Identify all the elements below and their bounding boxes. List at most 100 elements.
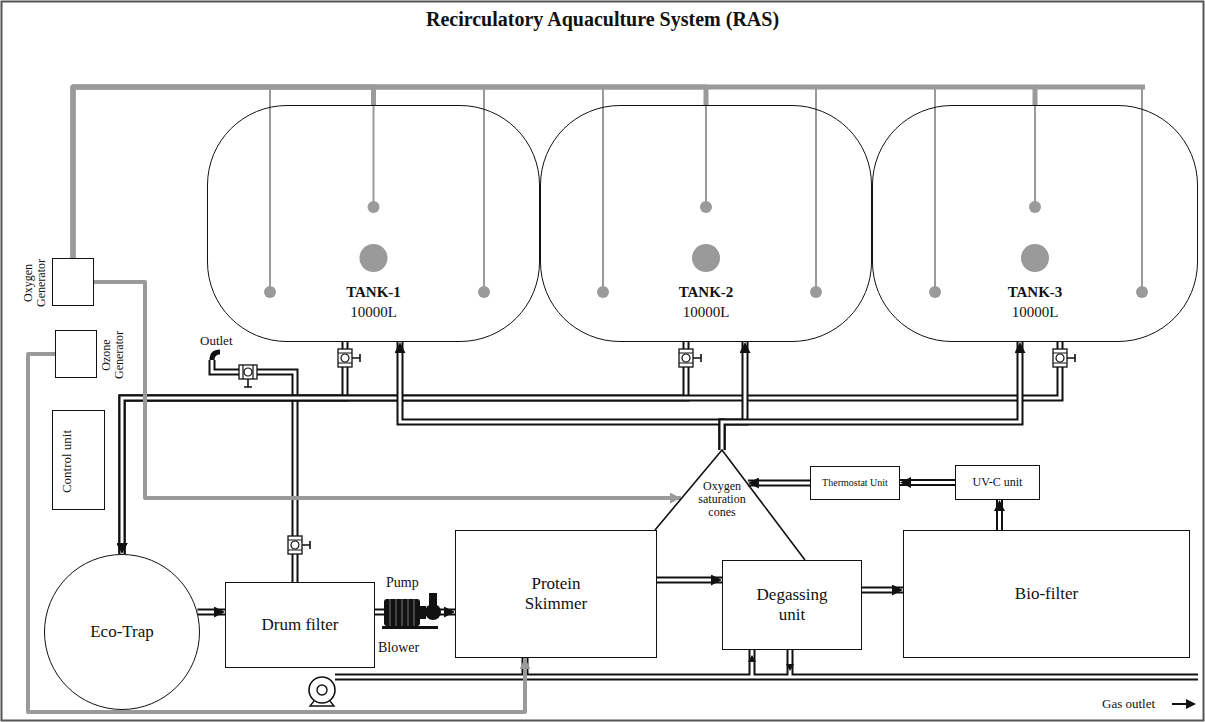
node-text: Eco-Trap [90,622,154,642]
valve-handle [352,354,360,362]
valve-ball [682,354,690,362]
blower-stand [310,701,334,706]
blower-housing [309,677,335,703]
oxygen-diffusers [264,87,1148,298]
valve-body [338,349,352,367]
pipe-wall [122,342,686,554]
diffuser-line [373,105,375,207]
fish-tank: TANK-210000L [540,105,872,342]
water-pipe [748,483,810,484]
pipe-wall [212,360,295,582]
valve-flange [338,353,352,363]
valve-handle [302,541,310,549]
degassing-unit: Degassing unit [722,560,862,650]
valve-flange [288,540,302,550]
water-pipe [657,580,722,581]
gas-line [28,354,525,712]
valve-flange [1053,353,1067,363]
node-text: Ozone Generator [100,324,126,386]
motor-fins [390,599,414,626]
node-text: Protein Skimmer [506,574,606,613]
valve-handle [693,354,701,362]
diagram-title: Recirculatory Aquaculture System (RAS) [0,8,1205,31]
control-unit: Control unit [52,410,105,510]
pipe-wall [400,342,722,450]
pipe-bore [862,589,903,592]
valve-ball [291,541,299,549]
part-label: Outlet [200,333,233,349]
drum-outlet-pipe [212,352,295,582]
pipe-bore [748,482,810,485]
diffuser-stone [1136,286,1148,298]
node-text: 10000L [208,304,539,321]
oxygen-generator: Oxygen Generator [52,258,94,306]
pipe-bore [122,342,686,554]
node-text: TANK-1 [208,284,539,301]
gas-line [94,282,681,498]
thermostat-unit: Thermostat Unit [810,466,900,500]
gas-line [73,87,1035,258]
valve-flange [679,353,693,363]
blower-rotor [317,685,327,695]
fish-tank: TANK-1 10000L [207,105,540,342]
valve [239,365,257,387]
pipe-bore [657,579,722,582]
valve-ball [244,368,252,376]
node-text: UV-C unit [973,476,1023,490]
pump-symbol [382,593,441,629]
node-text: Degassing unit [746,585,838,624]
gas-line [73,87,706,258]
diffuser-line [815,87,817,292]
pipe-wall [122,342,345,554]
tank-drain [692,244,720,272]
diffuser-line [1141,87,1143,292]
uv-c-unit: UV-C unit [955,465,1040,500]
pipe-wall [862,587,903,594]
water-pipe [862,590,903,591]
water-pipe [900,482,955,483]
fish-tank: TANK-3 10000L [872,105,1198,342]
diffuser-stone [929,286,941,298]
blower-symbol [309,677,335,706]
pump-head [425,604,441,620]
pipe-bore [122,342,345,554]
gas-outlet-arrow [1172,699,1196,709]
diffuser-stone [368,201,380,213]
node-text: TANK-3 [873,284,1197,301]
pipe-wall [197,609,225,616]
diffuser-stone [478,286,490,298]
pump-port [429,593,437,605]
node-text: Oxygen saturation cones [687,480,757,519]
diffuser-stone [264,286,276,298]
diffuser-line [602,87,604,292]
diffuser-stone [810,286,822,298]
pump-motor [384,599,420,626]
pipe-wall [748,480,810,487]
ozone-generator: Ozone Generator [55,330,97,378]
water-pipe [722,342,1020,450]
water-pipe [122,342,1060,554]
pipe-bore [212,360,295,582]
node-text: 10000L [873,304,1197,321]
arrow-head [1186,699,1196,709]
water-pipe [999,500,1000,530]
tank-drain [1021,244,1049,272]
valve-body [288,536,302,554]
pipe-wall [900,479,955,486]
part-label: Blower [378,640,419,656]
part-label: Gas outlet [1102,696,1155,712]
eco-trap: Eco-Trap [44,554,200,710]
diffuser-line [269,87,271,292]
water-pipe [122,342,686,554]
pipe-bore [722,342,1020,450]
water-pipe [400,342,722,450]
diffuser-line [1034,105,1036,207]
diffuser-stone [597,286,609,298]
valve-body [239,365,257,379]
tank-drain [360,244,388,272]
outlet-spout [212,352,220,360]
node-text: Drum filter [262,615,339,635]
